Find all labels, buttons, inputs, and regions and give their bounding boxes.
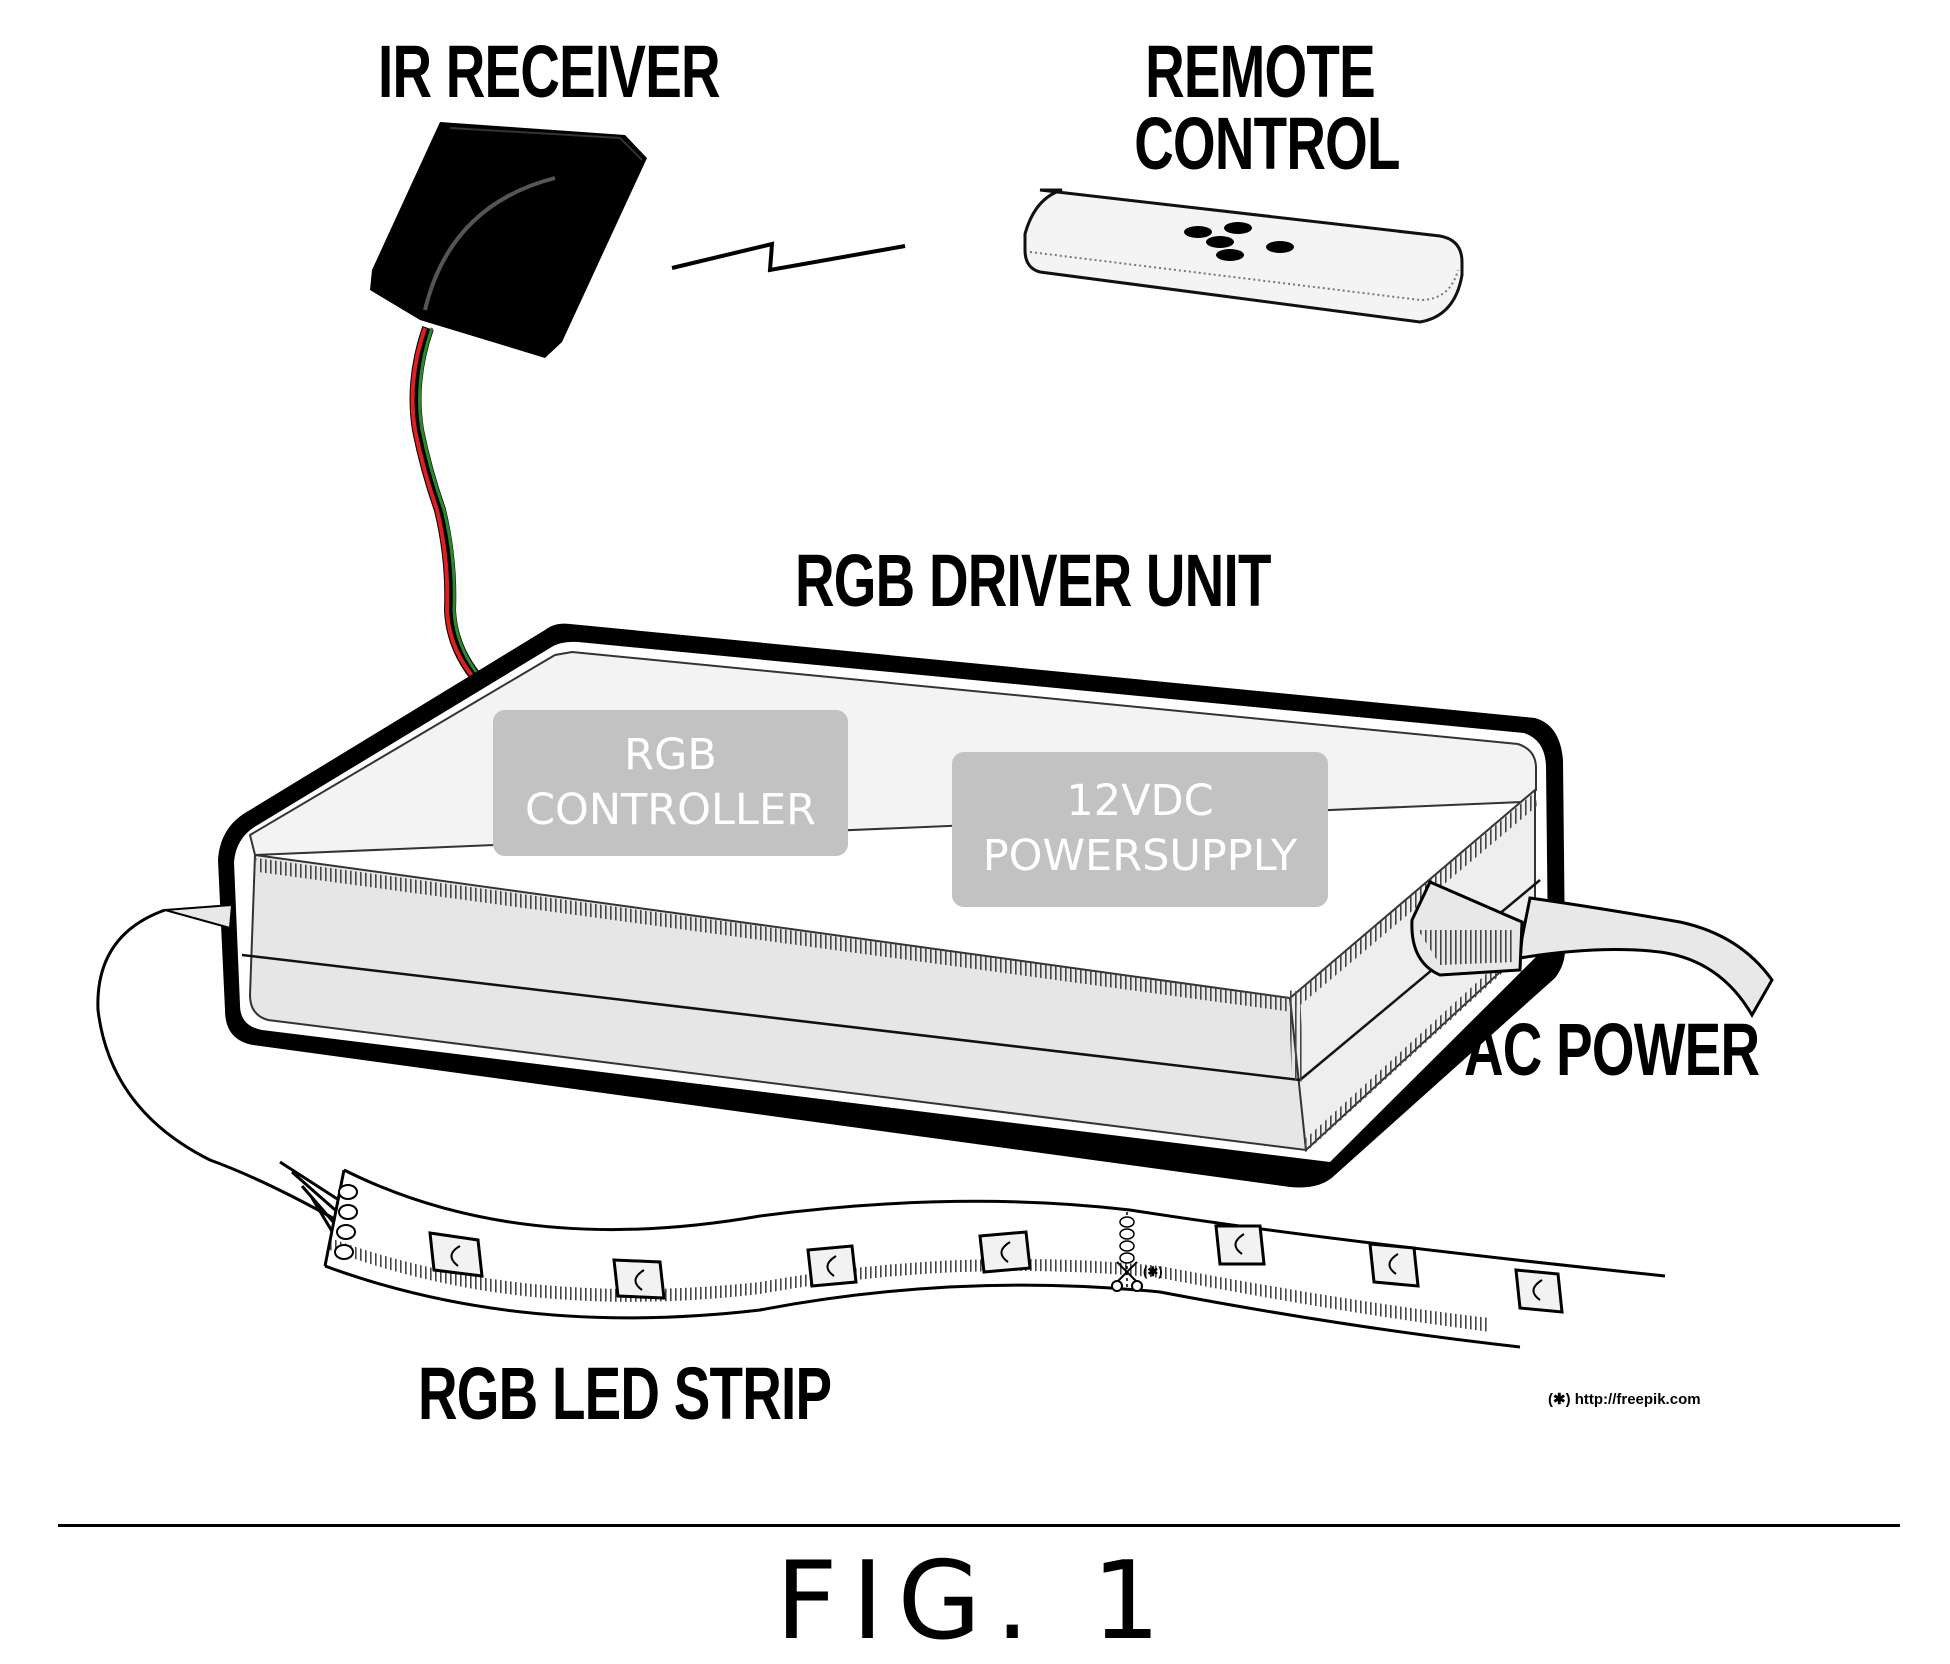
- remote-control-icon: [1023, 188, 1464, 324]
- credit-text: (✱) http://freepik.com: [1548, 1391, 1701, 1408]
- cut-mark-label: (✱): [1143, 1264, 1163, 1279]
- led-chip-6: [1368, 1242, 1420, 1288]
- figure-caption: FIG. 1: [775, 1539, 1175, 1664]
- rgb-controller-label-line1: RGB: [624, 730, 717, 780]
- rgb-driver-unit-label: RGB DRIVER UNIT: [795, 539, 1271, 622]
- power-supply-panel: [952, 752, 1328, 907]
- remote-control-label-line2: CONTROL: [1134, 102, 1400, 185]
- rgb-led-strip-label: RGB LED STRIP: [418, 1352, 832, 1435]
- power-supply-label-line1: 12VDC: [1066, 776, 1214, 826]
- ac-power-cable-icon: [1410, 880, 1774, 1019]
- led-chip-3: [806, 1244, 858, 1288]
- cut-mark-scissors-icon: [1111, 1212, 1143, 1292]
- remote-control-label-line1: REMOTE: [1145, 30, 1376, 113]
- led-chip-4: [978, 1230, 1032, 1274]
- led-strip-wires: [96, 903, 344, 1249]
- ir-signal-icon: [671, 241, 906, 273]
- rgb-controller-label-line2: CONTROLLER: [525, 785, 816, 835]
- rgb-led-strip-icon: [323, 1168, 1666, 1349]
- power-supply-label-line2: POWERSUPPLY: [982, 831, 1298, 881]
- led-chip-7: [1514, 1268, 1564, 1314]
- rgb-led-wiring-diagram: IR RECEIVER REMOTE CONTROL RGB DRIVER UN…: [58, 30, 1900, 1656]
- ir-receiver-icon: [370, 122, 647, 358]
- ir-receiver-label: IR RECEIVER: [378, 30, 721, 113]
- receiver-wires: [409, 326, 494, 695]
- ac-power-label: AC POWER: [1464, 1008, 1760, 1091]
- led-chip-1: [428, 1231, 484, 1278]
- caption-divider: [58, 1524, 1900, 1527]
- diagram-canvas: [96, 122, 1774, 1349]
- led-chip-5: [1214, 1224, 1266, 1266]
- rgb-controller-panel: [493, 710, 848, 856]
- rgb-driver-unit-icon: [218, 623, 1565, 1188]
- led-chip-2: [612, 1258, 666, 1300]
